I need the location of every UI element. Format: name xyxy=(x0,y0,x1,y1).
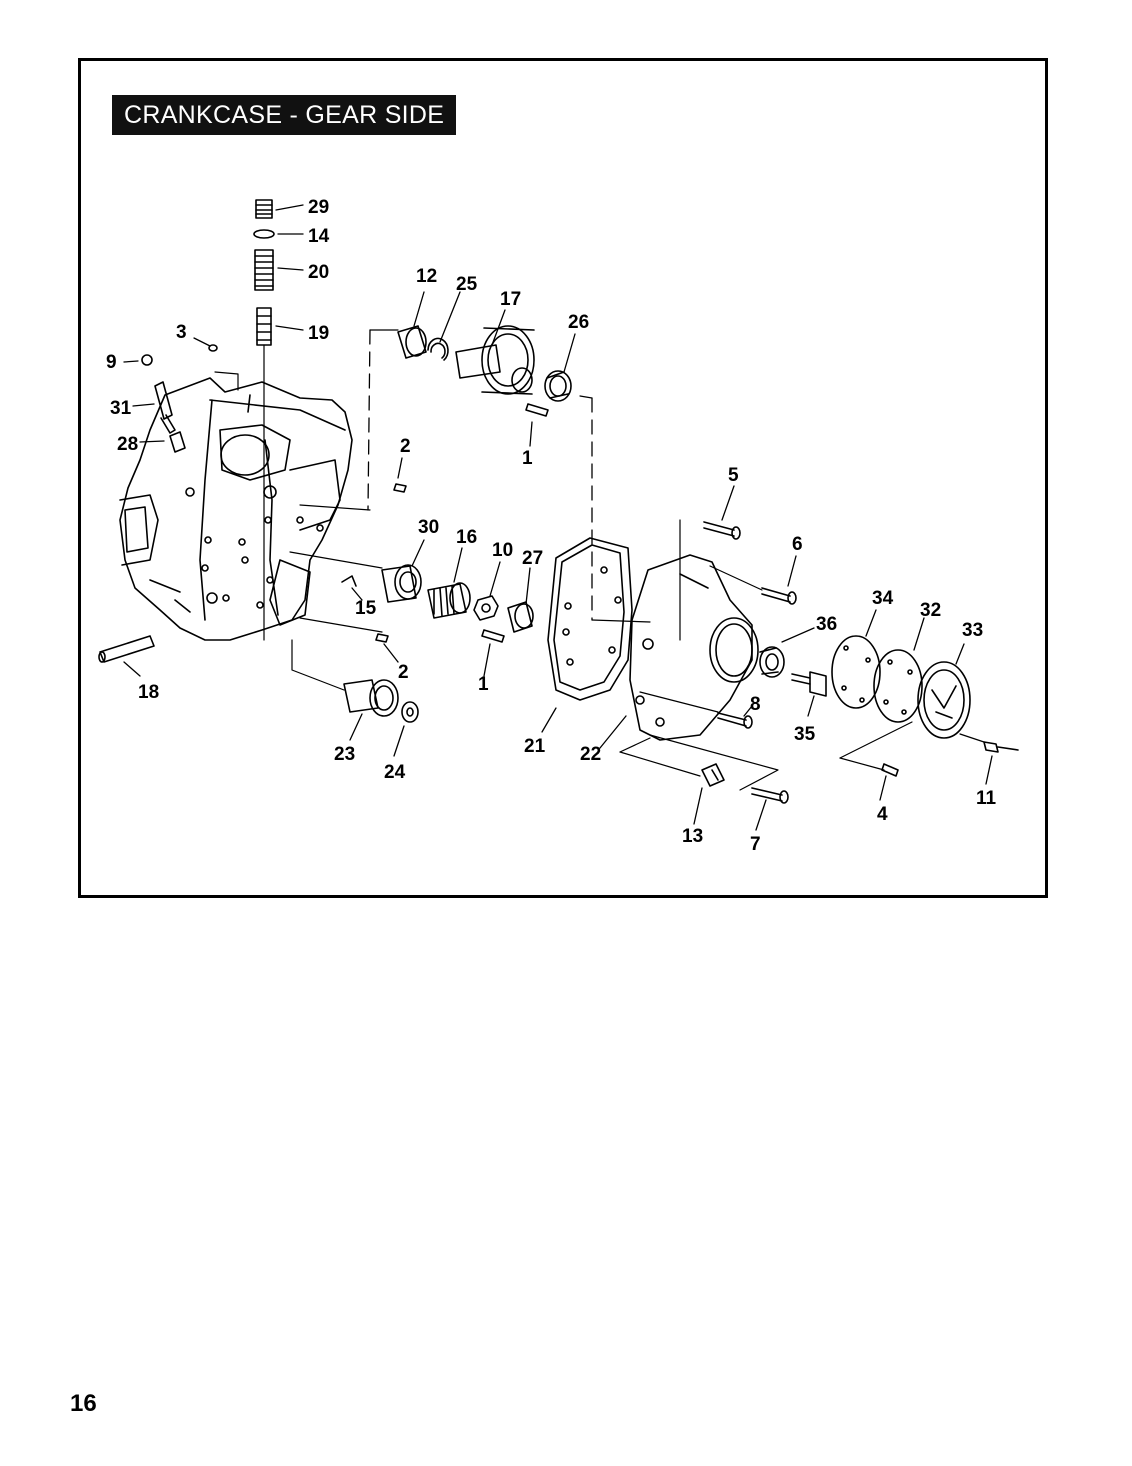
timer-cover-33-part xyxy=(917,661,971,739)
cam-gear-17-part xyxy=(455,325,535,395)
callout-1-lower: 1 xyxy=(478,674,489,695)
seal-36-part xyxy=(759,646,785,678)
callout-27: 27 xyxy=(522,548,543,569)
dowel-1-upper-part xyxy=(525,403,549,417)
callout-11: 11 xyxy=(976,788,997,809)
gear-16-part xyxy=(427,582,471,619)
alignment-lines xyxy=(367,329,593,621)
screw-8-part xyxy=(717,712,753,729)
callout-8: 8 xyxy=(750,694,761,715)
plug-3-part xyxy=(208,344,218,352)
callout-23: 23 xyxy=(334,744,355,765)
callout-9: 9 xyxy=(106,352,117,373)
oil-pump-stack xyxy=(253,199,275,641)
callout-7: 7 xyxy=(750,834,761,855)
figure-title: CRANKCASE - GEAR SIDE xyxy=(112,95,457,135)
clamp-13-part xyxy=(701,763,725,787)
bushing-30-part xyxy=(381,564,422,603)
callout-14: 14 xyxy=(308,226,330,247)
callout-21: 21 xyxy=(524,736,546,757)
callout-1-upper: 1 xyxy=(522,448,533,469)
screw-7-part xyxy=(751,787,789,804)
fitting-28-part xyxy=(169,431,186,453)
bushing-27-part xyxy=(507,601,534,633)
callout-25: 25 xyxy=(456,274,478,295)
callout-24: 24 xyxy=(384,762,406,783)
callout-18: 18 xyxy=(138,682,159,703)
callout-3: 3 xyxy=(176,322,187,343)
probe-11-part xyxy=(983,741,1019,753)
dowel-2-upper-part xyxy=(393,483,407,493)
screw-6-part xyxy=(761,587,797,605)
callout-31: 31 xyxy=(110,398,132,419)
pump-gear-23-part xyxy=(343,679,399,717)
callout-36: 36 xyxy=(816,614,837,635)
callout-5: 5 xyxy=(728,465,739,486)
nut-9-part xyxy=(141,354,153,366)
callout-35: 35 xyxy=(794,724,816,745)
pin-18-part xyxy=(99,635,155,663)
dowel-1-lower-part xyxy=(481,629,505,643)
key-15-part xyxy=(341,575,357,587)
callout-22: 22 xyxy=(580,744,601,765)
crankcase-part xyxy=(119,377,353,641)
nut-10-part xyxy=(473,595,499,621)
callout-labels: 29 14 20 19 12 25 17 26 3 9 31 28 2 1 5 … xyxy=(106,197,997,855)
screw-4-part xyxy=(881,763,899,777)
retainer-25-part xyxy=(427,337,449,361)
standoff-35-part xyxy=(791,671,827,697)
callout-17: 17 xyxy=(500,289,521,310)
callout-28: 28 xyxy=(117,434,138,455)
callout-16: 16 xyxy=(456,527,477,548)
leader-lines xyxy=(123,204,993,831)
callout-10: 10 xyxy=(492,540,513,561)
gasket-34-part xyxy=(831,635,881,709)
callout-19: 19 xyxy=(308,323,329,344)
dowel-2-lower-part xyxy=(375,633,389,643)
callout-32: 32 xyxy=(920,600,941,621)
callout-2-lower: 2 xyxy=(398,662,409,683)
gasket-21-part xyxy=(547,537,633,701)
plate-32-part xyxy=(873,649,923,723)
routing-lines xyxy=(214,329,985,791)
washer-24-part xyxy=(401,701,419,723)
callout-30: 30 xyxy=(418,517,439,538)
callout-2-upper: 2 xyxy=(400,436,411,457)
callout-13: 13 xyxy=(682,826,703,847)
diagram-frame xyxy=(78,58,1048,898)
screw-5-part xyxy=(703,521,741,540)
callout-6: 6 xyxy=(792,534,803,555)
callout-4: 4 xyxy=(877,804,888,825)
callout-33: 33 xyxy=(962,620,983,641)
callout-12: 12 xyxy=(416,266,437,287)
sensor-31-part xyxy=(154,381,176,434)
gear-cover-22-part xyxy=(629,554,759,741)
callout-15: 15 xyxy=(355,598,377,619)
callout-26: 26 xyxy=(568,312,589,333)
callout-29: 29 xyxy=(308,197,329,218)
bearing-12-part xyxy=(397,325,427,359)
page-number: 16 xyxy=(70,1390,97,1417)
callout-20: 20 xyxy=(308,262,329,283)
callout-34: 34 xyxy=(872,588,894,609)
bearing-26-part xyxy=(544,370,572,402)
